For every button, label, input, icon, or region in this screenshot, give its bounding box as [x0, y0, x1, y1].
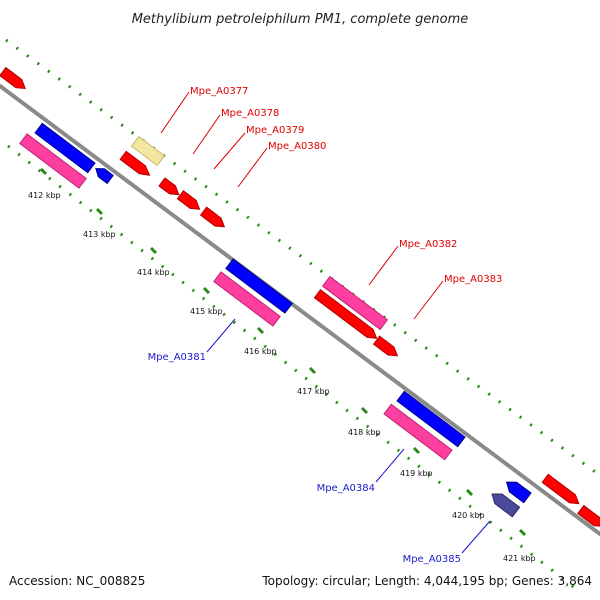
tick-label: 416 kbp: [244, 347, 277, 356]
forward-gene-arrow: [372, 335, 399, 357]
tick-mark: [202, 286, 211, 295]
reverse-gene-labels: Mpe_A0381 Mpe_A0384 Mpe_A0385: [148, 352, 461, 565]
reverse-gene-arrow: [505, 481, 532, 504]
leader-line: [206, 318, 236, 353]
tick-label: 415 kbp: [190, 307, 223, 316]
tick-mark: [256, 326, 265, 335]
reverse-gene-arrow: [95, 168, 114, 185]
leader-line: [160, 91, 190, 134]
yellow-feature-block: [130, 135, 166, 167]
leader-line: [213, 132, 246, 170]
leader-line: [461, 520, 491, 554]
forward-gene-arrow: [541, 473, 580, 505]
topology-text: Topology: circular; Length: 4,044,195 bp…: [261, 574, 592, 588]
leader-line: [368, 245, 399, 286]
tick-label: 414 kbp: [137, 268, 170, 277]
pink-feature-block: [19, 133, 87, 189]
tick-label: 421 kbp: [503, 554, 536, 563]
leader-line: [192, 114, 221, 155]
forward-strand-features: [0, 66, 600, 527]
map-title: Methylibium petroleiphilum PM1, complete…: [132, 12, 469, 27]
tick-labels: 412 kbp 413 kbp 414 kbp 415 kbp 416 kbp …: [28, 191, 536, 563]
forward-gene-arrow: [577, 504, 600, 527]
forward-gene-arrow: [158, 177, 180, 196]
reverse-strand-features: [19, 122, 532, 518]
gene-label[interactable]: Mpe_A0379: [246, 125, 304, 136]
forward-gene-labels: Mpe_A0377 Mpe_A0378 Mpe_A0379 Mpe_A0380 …: [190, 86, 502, 285]
genome-backbone: [0, 84, 600, 536]
label-leaders: [160, 91, 491, 554]
tick-label: 417 kbp: [297, 387, 330, 396]
outer-dotted-track: [5, 38, 599, 476]
leader-line: [413, 280, 444, 320]
gene-label[interactable]: Mpe_A0385: [403, 554, 461, 565]
tick-mark: [360, 406, 369, 415]
tick-mark: [518, 528, 527, 537]
reverse-gene-arrow: [34, 122, 96, 174]
tick-mark: [149, 246, 158, 255]
forward-gene-arrow: [176, 190, 201, 210]
reverse-gene-arrow: [396, 390, 466, 448]
gene-label[interactable]: Mpe_A0381: [148, 352, 206, 363]
tick-mark: [308, 366, 317, 375]
tick-label: 412 kbp: [28, 191, 61, 200]
gene-label[interactable]: Mpe_A0382: [399, 239, 457, 250]
gene-label[interactable]: Mpe_A0384: [317, 483, 375, 494]
forward-gene-arrow: [119, 150, 151, 176]
tick-mark: [412, 446, 421, 455]
forward-gene-arrow: [313, 289, 378, 339]
leader-line: [375, 448, 405, 483]
inner-dotted-track: [7, 144, 581, 594]
gene-label[interactable]: Mpe_A0383: [444, 274, 502, 285]
tick-mark: [95, 207, 104, 216]
tick-marks: [39, 167, 527, 537]
reverse-gene-arrow: [491, 493, 521, 518]
pink-feature-block: [213, 271, 281, 327]
tick-label: 418 kbp: [348, 428, 381, 437]
pink-feature-block: [383, 403, 453, 461]
tick-label: 413 kbp: [83, 230, 116, 239]
tick-label: 419 kbp: [400, 469, 433, 478]
tick-mark: [39, 167, 48, 176]
gene-label[interactable]: Mpe_A0377: [190, 86, 248, 97]
tick-mark: [465, 488, 474, 497]
gene-label[interactable]: Mpe_A0380: [268, 141, 326, 152]
accession-text: Accession: NC_008825: [9, 574, 145, 588]
forward-gene-arrow: [199, 206, 226, 228]
leader-line: [237, 147, 268, 188]
gene-label[interactable]: Mpe_A0378: [221, 108, 279, 119]
reverse-gene-arrow: [225, 258, 293, 314]
pink-feature-block: [321, 275, 389, 331]
forward-gene-arrow: [0, 66, 26, 89]
tick-label: 420 kbp: [452, 511, 485, 520]
